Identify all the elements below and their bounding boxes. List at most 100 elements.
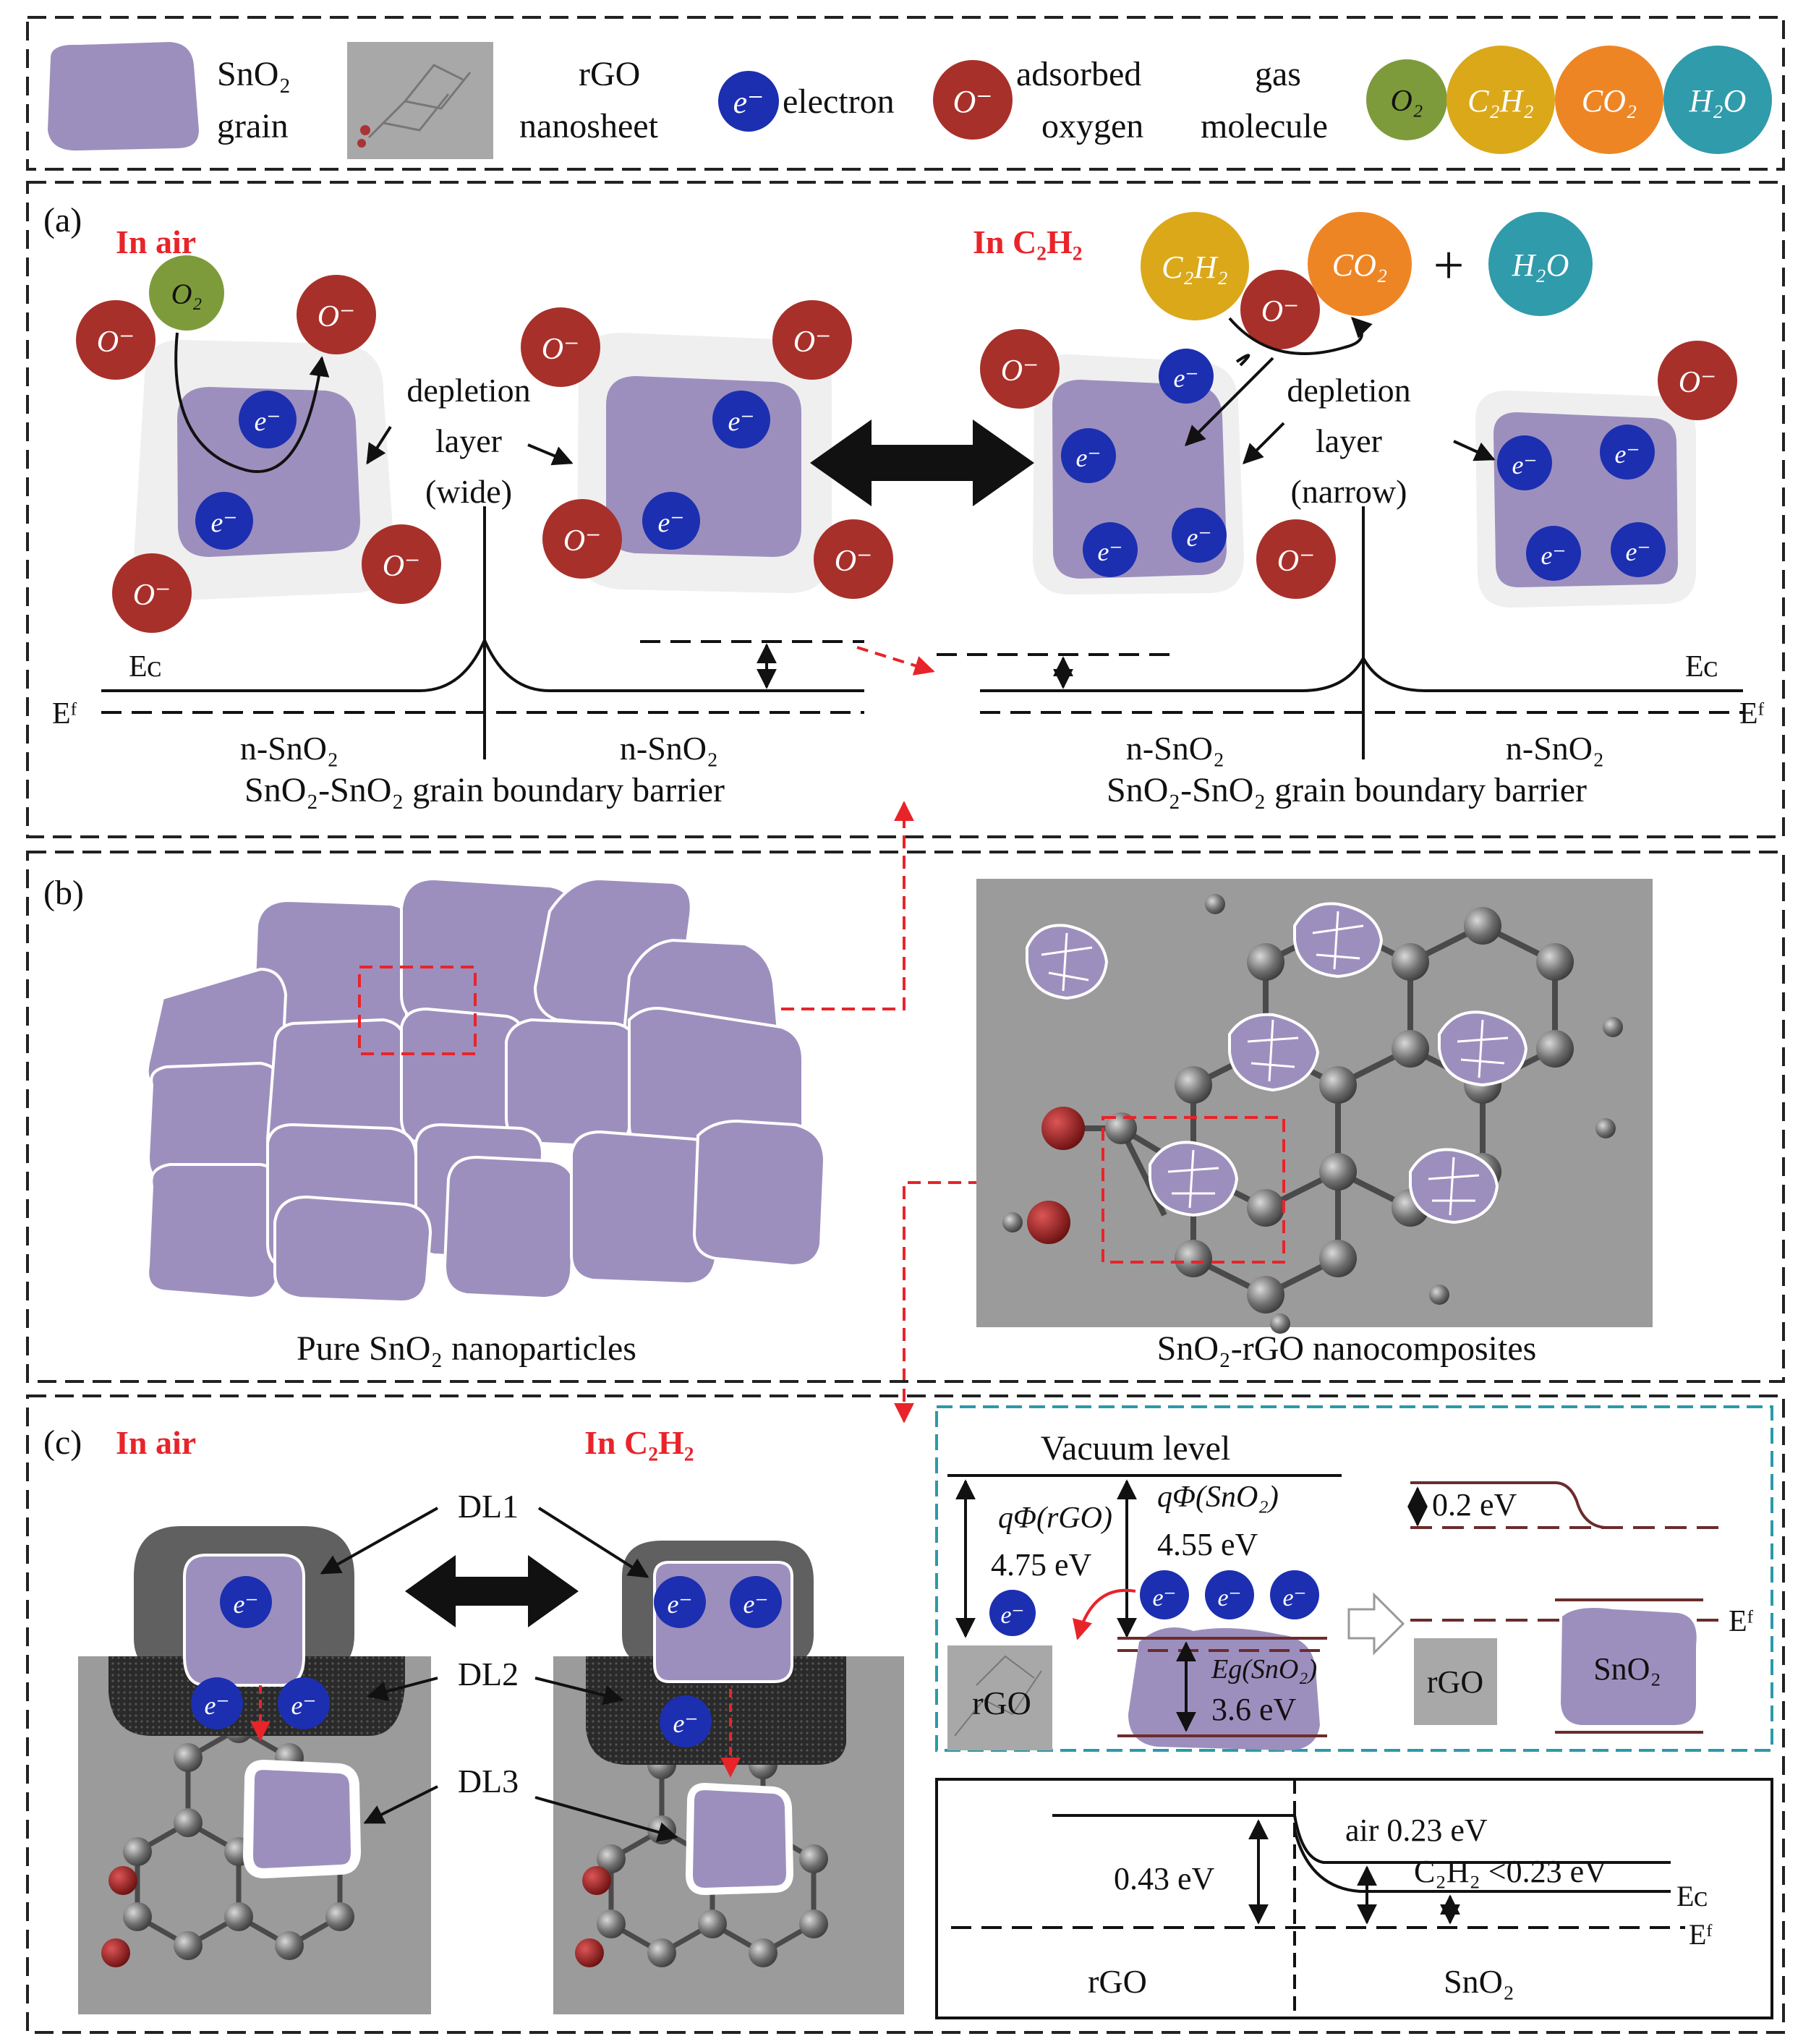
electron-wf3: e⁻ xyxy=(1282,1585,1306,1611)
electron-a5: e⁻ xyxy=(1174,364,1199,393)
legend-nanosheet-label: nanosheet xyxy=(519,107,659,145)
oxygen-atom-b1 xyxy=(1041,1107,1085,1150)
oxygen-a10: O⁻ xyxy=(1261,295,1300,328)
grain-a4 xyxy=(1475,391,1696,608)
legend-grain-label: grain xyxy=(217,107,289,145)
sno2-eq-label: SnO₂ xyxy=(1593,1651,1661,1687)
band-left-nsno2-1: n-SnO₂ xyxy=(240,730,338,767)
electron-a12: e⁻ xyxy=(1626,537,1651,566)
electron-a6: e⁻ xyxy=(1076,443,1101,472)
sno2-grain-wf xyxy=(1128,1627,1320,1750)
dl2-label: DL2 xyxy=(458,1656,519,1692)
air-barrier-label: air 0.23 eV xyxy=(1345,1813,1488,1848)
depletion-left-1: depletion xyxy=(406,372,530,409)
band-left-barrier: SnO₂-SnO₂ grain boundary barrier xyxy=(244,771,725,809)
ec-hj-label: Eᴄ xyxy=(1676,1880,1708,1912)
legend-o2-icon xyxy=(1366,59,1447,140)
eg-label: Eg(SnO₂) xyxy=(1211,1654,1317,1685)
workfunction-frame xyxy=(935,1405,1773,1752)
c2h2-barrier-label: C₂H₂ <0.23 eV xyxy=(1414,1854,1607,1889)
band-transition-arrow xyxy=(856,646,935,676)
sno2-wf-value: 4.55 eV xyxy=(1157,1527,1258,1562)
legend-electron-label: electron xyxy=(783,82,895,121)
plus-sign: + xyxy=(1433,235,1465,296)
depletion-left-3: (wide) xyxy=(425,473,512,510)
oxygen-a3: O⁻ xyxy=(383,550,421,583)
legend-c2h2-label: C₂H₂ xyxy=(1467,83,1534,119)
rgo-wf-label: rGO xyxy=(972,1685,1031,1721)
ef-wf-label: Eᶠ xyxy=(1729,1605,1754,1638)
rgo-eq-label: rGO xyxy=(1427,1664,1483,1700)
band-left-nsno2-2: n-SnO₂ xyxy=(620,730,718,767)
transfer-arrow-wf xyxy=(1072,1588,1136,1640)
legend-sno2-grain-swatch xyxy=(48,42,199,151)
oxygen-a7: O⁻ xyxy=(563,524,602,558)
rgo-wf-value: 4.75 eV xyxy=(991,1547,1092,1583)
legend-oxygen-symbol: O⁻ xyxy=(953,84,993,119)
oxygen-atom-b2 xyxy=(1027,1201,1070,1244)
reaction-arrows xyxy=(174,317,1496,473)
co2-molecule-a-label: CO₂ xyxy=(1332,247,1387,283)
legend-molecule-label: molecule xyxy=(1201,107,1328,145)
dl3-grain-left xyxy=(242,1759,362,1879)
panel-a-electrons: e⁻ e⁻ e⁻ e⁻ e⁻ e⁻ e⁻ e⁻ e⁻ e⁻ e⁻ e⁻ xyxy=(195,349,1666,581)
sno2-hj-label: SnO₂ xyxy=(1444,1963,1514,2000)
band-left-ef: Eᶠ xyxy=(52,697,77,731)
panel-c-label: (c) xyxy=(43,1423,82,1462)
legend: SnO₂ grain rGO nanosheet e⁻ electron O⁻ … xyxy=(26,16,1785,171)
band-right-nsno2-1: n-SnO₂ xyxy=(1126,730,1224,767)
legend-rgo-swatch xyxy=(347,42,493,159)
legend-co2-icon xyxy=(1555,46,1663,154)
eg-value: 3.6 eV xyxy=(1211,1692,1297,1727)
panel-c: (c) In air In C₂H₂ e⁻ e⁻ e⁻ e⁻ e⁻ e⁻ DL1 xyxy=(26,1394,1785,2034)
electron-a7: e⁻ xyxy=(1098,537,1123,566)
phi-sno2-label: qΦ(SnO₂) xyxy=(1157,1481,1279,1514)
pure-sno2-cluster xyxy=(145,877,827,1304)
electron-a8: e⁻ xyxy=(1187,523,1212,552)
dl-arrows xyxy=(320,1507,678,1842)
h2o-molecule-a xyxy=(1488,212,1593,316)
equilibrium-arrow xyxy=(1347,1592,1405,1656)
oxygen-a8: O⁻ xyxy=(835,545,873,578)
electron-a3: e⁻ xyxy=(728,406,755,437)
o2-molecule-a xyxy=(149,255,224,331)
electron-c1: e⁻ xyxy=(234,1590,259,1619)
electron-c4: e⁻ xyxy=(668,1590,693,1619)
panel-c-in-c2h2: In C₂H₂ xyxy=(584,1424,694,1461)
electron-a11: e⁻ xyxy=(1541,541,1567,570)
legend-c2h2-icon xyxy=(1446,46,1555,154)
legend-sno2-label: SnO₂ xyxy=(217,55,291,93)
electron-a1: e⁻ xyxy=(255,406,281,437)
legend-rgo-label: rGO xyxy=(579,55,640,93)
legend-co2-label: CO₂ xyxy=(1582,83,1637,119)
band-left xyxy=(101,506,864,759)
panel-a-oxygen: O⁻ O⁻ O⁻ O⁻ O⁻ O⁻ O⁻ O⁻ O⁻ O⁻ O⁻ O⁻ xyxy=(76,270,1737,633)
delta-02-label: 0.2 eV xyxy=(1432,1487,1517,1523)
o2-molecule-a-label: O₂ xyxy=(171,278,203,310)
legend-o2-label: O₂ xyxy=(1391,85,1423,118)
dl3-label: DL3 xyxy=(458,1763,519,1800)
h2o-molecule-a-label: H₂O xyxy=(1512,247,1569,283)
co2-molecule-a xyxy=(1308,212,1412,316)
band-right-barrier: SnO₂-SnO₂ grain boundary barrier xyxy=(1107,771,1587,809)
electron-c2: e⁻ xyxy=(205,1691,230,1720)
c2h2-molecule-a xyxy=(1141,212,1249,320)
c2h2-molecule-a-label: C₂H₂ xyxy=(1162,250,1228,285)
rgo-swatch-eq xyxy=(1414,1638,1497,1725)
exchange-double-arrow xyxy=(810,420,1034,506)
band-right-nsno2-2: n-SnO₂ xyxy=(1506,730,1604,767)
depletion-right-1: depletion xyxy=(1287,372,1410,409)
exchange-double-arrow-c xyxy=(405,1555,579,1627)
legend-electron-icon xyxy=(718,71,779,132)
oxygen-a5: O⁻ xyxy=(542,333,580,366)
composite-caption: SnO₂-rGO nanocomposites xyxy=(1157,1329,1537,1368)
electron-c5: e⁻ xyxy=(743,1590,769,1619)
dl3-grain-right xyxy=(685,1782,794,1896)
vacuum-level-label: Vacuum level xyxy=(1041,1429,1231,1468)
oxygen-a9: O⁻ xyxy=(1001,354,1039,388)
depletion-right-3: (narrow) xyxy=(1291,473,1407,510)
legend-gas-label: gas xyxy=(1255,55,1301,93)
panel-c-in-air: In air xyxy=(116,1424,196,1461)
